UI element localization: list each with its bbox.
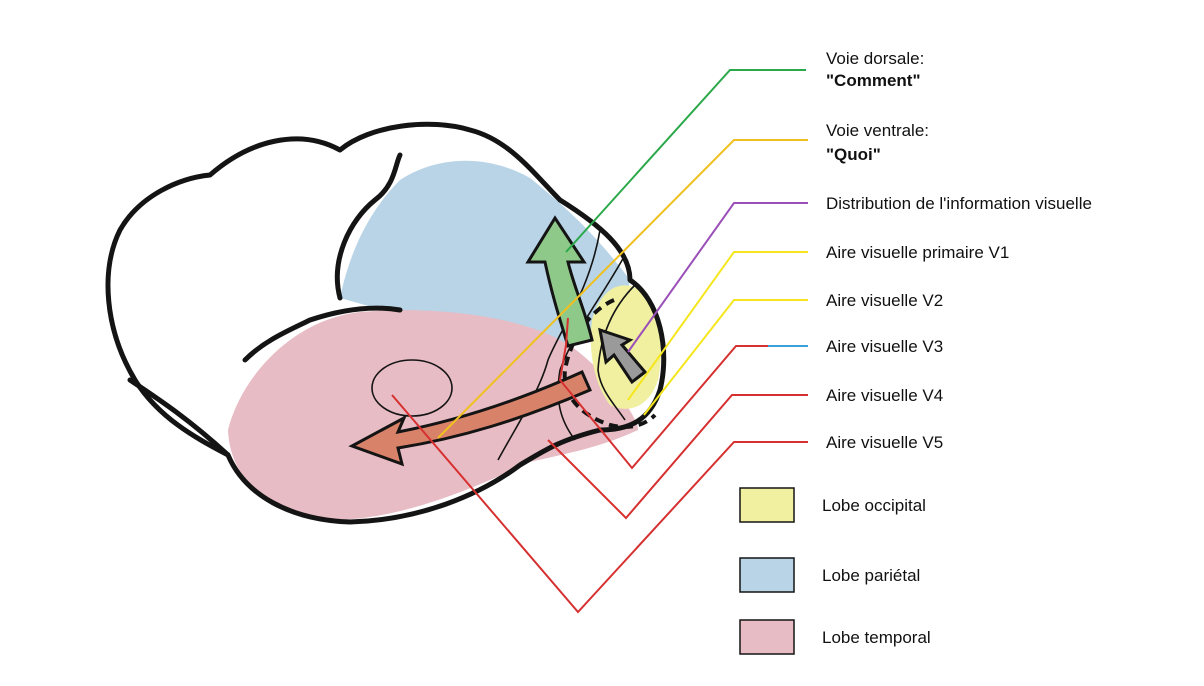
label-v3: Aire visuelle V3 [826, 337, 943, 356]
lobe-regions [228, 161, 661, 520]
label-distribution: Distribution de l'information visuelle [826, 194, 1092, 213]
label-v4: Aire visuelle V4 [826, 386, 943, 405]
label-v5: Aire visuelle V5 [826, 433, 943, 452]
legend-label-occipital: Lobe occipital [822, 496, 926, 515]
legend-swatch-parietal [740, 558, 794, 592]
label-ventral-title: Voie ventrale: [826, 121, 929, 140]
label-dorsal-subtitle: "Comment" [826, 71, 921, 90]
label-v2: Aire visuelle V2 [826, 291, 943, 310]
lateral-sulcus-outline [130, 380, 228, 455]
legend-swatch-occipital [740, 488, 794, 522]
label-v1: Aire visuelle primaire V1 [826, 243, 1009, 262]
legend-label-temporal: Lobe temporal [822, 628, 931, 647]
legend-swatch-temporal [740, 620, 794, 654]
dorsal-leader [566, 70, 806, 252]
label-dorsal-title: Voie dorsale: [826, 49, 924, 68]
text-labels: Voie dorsale: "Comment" Voie ventrale: "… [826, 49, 1092, 452]
legend-label-parietal: Lobe pariétal [822, 566, 920, 585]
legend: Lobe occipital Lobe pariétal Lobe tempor… [740, 488, 931, 654]
label-ventral-subtitle: "Quoi" [826, 145, 881, 164]
